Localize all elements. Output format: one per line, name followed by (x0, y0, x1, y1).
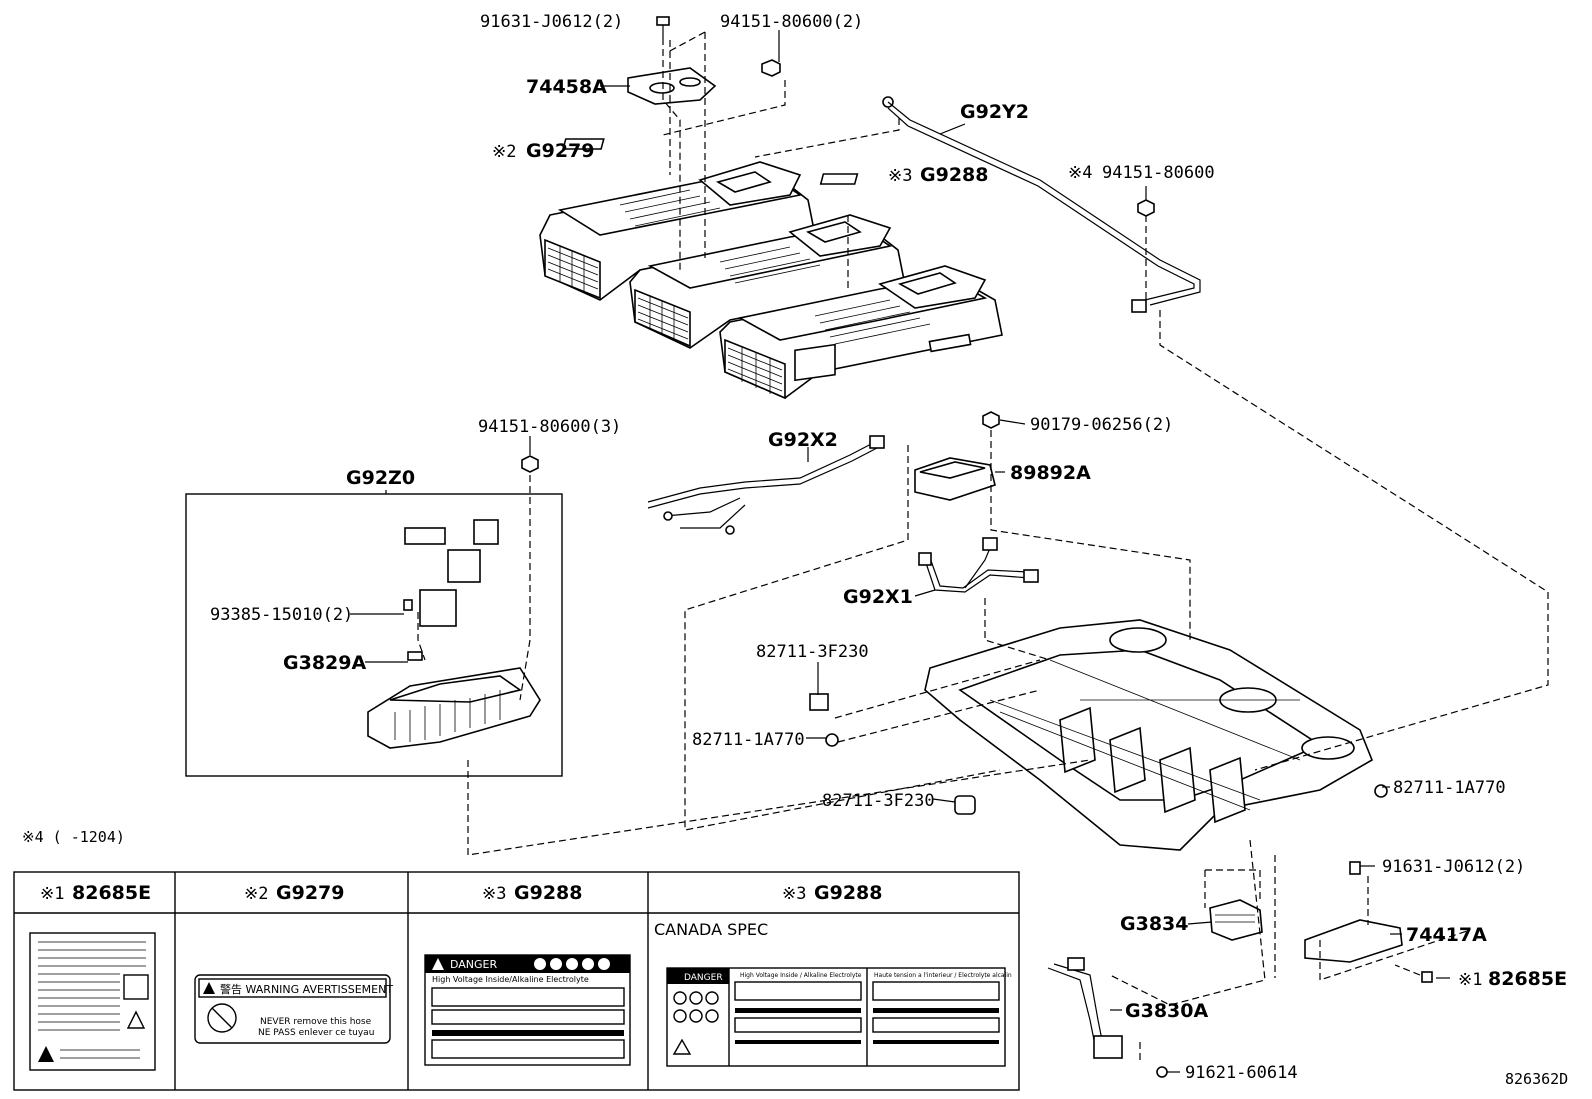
label-G3834: G3834 (1120, 913, 1188, 935)
label-G9279: G9279 (526, 140, 594, 162)
label-82711-1A770-a: 82711-1A770 (692, 730, 805, 750)
label-G9288-image: DANGER High Voltage Inside/Alkaline Elec… (424, 954, 631, 1066)
mark-82685E: ※1 (1458, 970, 1482, 990)
label-90179: 90179-06256(2) (1030, 415, 1173, 435)
bolt-91631-top (656, 16, 670, 38)
battery-tray (924, 619, 1374, 851)
label-74417A: 74417A (1406, 924, 1487, 946)
module-89892A (914, 411, 1000, 501)
label-G9279-image: 警告 WARNING AVERTISSEMENT NEVER remove th… (194, 974, 393, 1044)
mark-94151-right: ※4 (1068, 163, 1092, 183)
table-mark-4: ※3 (782, 884, 806, 904)
connector-G3834 (1209, 899, 1263, 941)
label-93385: 93385-15010(2) (210, 605, 353, 625)
label-G3830A: G3830A (1125, 1000, 1208, 1022)
nut-94151-right (1137, 199, 1155, 217)
table-mark-1: ※1 (40, 884, 64, 904)
battery-module-stack (539, 161, 1003, 400)
harness-G92X2 (647, 343, 885, 535)
harness-G92X1 (918, 537, 1039, 593)
label-G92Z0: G92Z0 (346, 467, 415, 489)
nut-94151-x3 (521, 455, 539, 473)
label-G9279-line1: NEVER remove this hose (260, 1017, 372, 1027)
table-header-3: G9288 (514, 882, 582, 904)
harness-G3830A (1047, 957, 1168, 1078)
clip-82711-1A770-a (825, 733, 839, 747)
nut-94151-top (761, 59, 781, 77)
label-G9279-title: 警告 WARNING AVERTISSEMENT (220, 982, 393, 996)
canada-spec-text: CANADA SPEC (654, 920, 768, 939)
clip-82711-1A770-b (1374, 784, 1388, 798)
label-G9279-line2: NE PASS enlever ce tuyau (258, 1028, 374, 1038)
label-table: ※1 82685E ※2 G9279 ※3 G9288 ※3 G9288 (13, 871, 1020, 1091)
table-mark-2: ※2 (244, 884, 268, 904)
sticker-G9288 (819, 173, 859, 185)
bracket-74417A (1304, 861, 1433, 983)
bracket-74458A (627, 67, 717, 105)
label-G9288: G9288 (920, 164, 988, 186)
label-G9288-canada-title: DANGER (684, 973, 723, 983)
label-G3829A: G3829A (283, 652, 366, 674)
clip-82711-3F230-a (809, 693, 829, 711)
label-82711-1A770-b: 82711-1A770 (1393, 778, 1506, 798)
label-G92X2: G92X2 (768, 429, 838, 451)
clip-82711-3F230-b (954, 795, 976, 815)
diagram-id: 826362D (1505, 1070, 1568, 1088)
table-mark-3: ※3 (482, 884, 506, 904)
label-74458A: 74458A (526, 76, 607, 98)
mark-G9279: ※2 (492, 142, 516, 162)
label-82685E-image (29, 932, 156, 1071)
mark-G9288: ※3 (888, 166, 912, 186)
relay-block (367, 519, 541, 749)
box-G92Z0 (185, 493, 563, 777)
table-header-1: 82685E (72, 882, 151, 904)
label-82711-3F230-a: 82711-3F230 (756, 642, 869, 662)
label-82685E: 82685E (1488, 968, 1567, 990)
label-94151-x3: 94151-80600(3) (478, 417, 621, 437)
sticker-G9279 (562, 138, 605, 150)
label-94151-top: 94151-80600(2) (720, 12, 863, 32)
label-91631-right: 91631-J0612(2) (1382, 857, 1525, 877)
dashed-guides (417, 31, 1549, 1060)
label-G9288-canada-col1: High Voltage Inside / Alkaline Electroly… (740, 972, 862, 979)
table-header-4: G9288 (814, 882, 882, 904)
label-G92X1: G92X1 (843, 586, 913, 608)
cable-G92Y2 (882, 96, 1201, 313)
note-4: ※4 ( -1204) (22, 828, 125, 846)
label-G9288-canada-col2: Haute tension a l'interieur / Electrolyt… (874, 972, 1012, 979)
label-G92Y2: G92Y2 (960, 101, 1029, 123)
label-89892A: 89892A (1010, 462, 1091, 484)
label-91631-top: 91631-J0612(2) (480, 12, 623, 32)
label-91621: 91621-60614 (1185, 1063, 1298, 1083)
label-94151-right: 94151-80600 (1102, 163, 1215, 183)
label-82711-3F230-b: 82711-3F230 (822, 791, 935, 811)
label-G9288-canada-image: DANGER High Voltage Inside / Alkaline El… (666, 967, 1012, 1067)
label-G9288-title: DANGER (450, 958, 498, 971)
leader-lines (350, 30, 1450, 1073)
label-G9288-subtitle: High Voltage Inside/Alkaline Electrolyte (432, 975, 589, 984)
table-header-2: G9279 (276, 882, 344, 904)
